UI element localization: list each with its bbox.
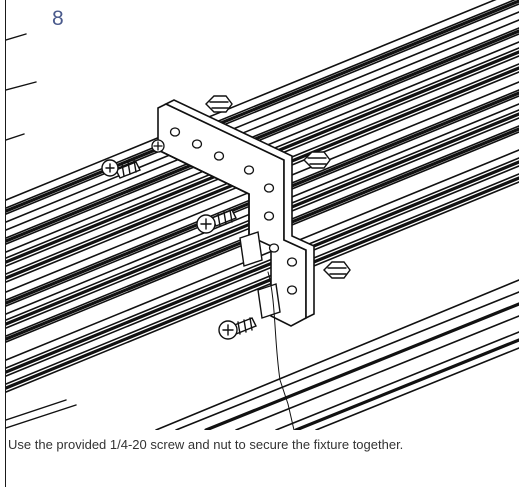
left-rail-edges [6, 33, 77, 429]
t-nut-blocks [239, 231, 281, 319]
instruction-caption: Use the provided 1/4-20 screw and nut to… [8, 437, 404, 452]
bolt-upper-left [101, 159, 141, 179]
hex-nuts [205, 95, 351, 279]
corner-bracket [157, 99, 315, 327]
bolt-lower-left [218, 317, 257, 340]
callout-leader [267, 271, 295, 430]
step-number: 8 [52, 7, 64, 30]
assembly-illustration [6, 0, 519, 430]
lower-extrusion-rails [6, 149, 519, 430]
bolt-center-left [196, 209, 237, 234]
lower-extrusion-grooves [6, 160, 519, 430]
bracket-holes [169, 127, 298, 295]
left-border-rule [5, 0, 6, 487]
